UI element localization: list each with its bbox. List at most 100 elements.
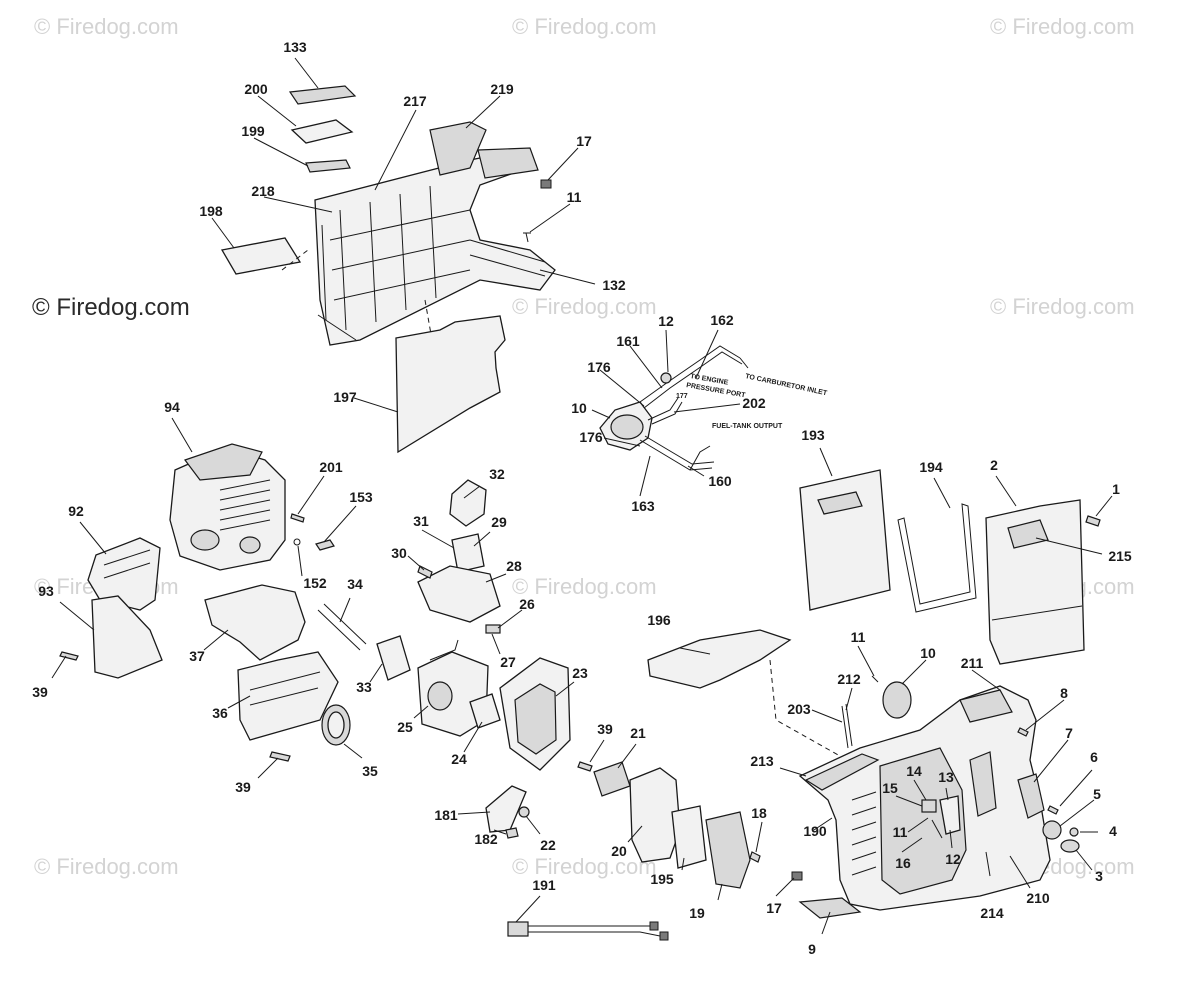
filter-block-21 — [593, 761, 631, 797]
callout-23: 23 — [572, 665, 588, 681]
nut-22 — [518, 806, 530, 818]
knob-32 — [449, 479, 487, 527]
callout-36: 36 — [212, 705, 228, 721]
ring-152 — [293, 538, 301, 546]
clip-26 — [485, 624, 501, 634]
callout-92: 92 — [68, 503, 84, 519]
screw-11-top — [523, 232, 531, 243]
callout-31: 31 — [413, 513, 429, 529]
seal-194 — [897, 503, 977, 613]
callout-32: 32 — [489, 466, 505, 482]
callout-11-top: 11 — [567, 189, 582, 205]
clip-17-lower — [791, 871, 803, 881]
bolt-153 — [315, 539, 335, 551]
callout-132: 132 — [602, 277, 626, 293]
callout-13: 13 — [938, 769, 954, 785]
callout-39-mid: 39 — [597, 721, 613, 737]
callout-8: 8 — [1060, 685, 1068, 701]
watermark: © Firedog.com — [512, 574, 657, 599]
callout-161: 161 — [616, 333, 640, 349]
leader-lines — [51, 57, 1113, 935]
callout-176-lower: 176 — [579, 429, 603, 445]
callout-10-upper: 10 — [571, 400, 587, 416]
callout-153: 153 — [349, 489, 373, 505]
callout-10-lower: 10 — [920, 645, 936, 661]
callout-7: 7 — [1065, 725, 1073, 741]
callout-6: 6 — [1090, 749, 1098, 765]
rod-34 — [317, 603, 367, 651]
callout-5: 5 — [1093, 786, 1101, 802]
watermark: © Firedog.com — [34, 854, 179, 879]
wire-harness-191 — [507, 921, 669, 941]
callout-201: 201 — [319, 459, 343, 475]
callout-162: 162 — [710, 312, 734, 328]
watermark: © Firedog.com — [512, 854, 657, 879]
callout-12-top: 12 — [658, 313, 674, 329]
screw-39-left — [59, 651, 79, 661]
screw-39-right — [577, 761, 593, 772]
pin-182 — [505, 827, 519, 839]
clip-17-top — [540, 179, 552, 189]
callout-11-lower: 11 — [893, 824, 908, 840]
cover-plate-133 — [288, 85, 357, 105]
cylinder-block-94 — [169, 443, 286, 571]
gasket-33 — [376, 635, 411, 681]
cover-19 — [705, 811, 751, 889]
callout-217: 217 — [403, 93, 427, 109]
panel-193 — [799, 469, 891, 611]
nut-4 — [1069, 827, 1079, 837]
callout-94: 94 — [164, 399, 180, 415]
callout-200: 200 — [244, 81, 268, 97]
callout-197: 197 — [333, 389, 357, 405]
callout-213: 213 — [750, 753, 774, 769]
callout-19: 19 — [689, 905, 705, 921]
callout-12-lower: 12 — [945, 851, 961, 867]
callout-214: 214 — [980, 905, 1004, 921]
callout-35: 35 — [362, 763, 378, 779]
callout-218: 218 — [251, 183, 275, 199]
sheet-197 — [395, 315, 506, 454]
callout-33: 33 — [356, 679, 372, 695]
callout-30: 30 — [391, 545, 407, 561]
wire-16 — [931, 819, 943, 839]
callout-1: 1 — [1112, 481, 1120, 497]
coil-29 — [451, 533, 485, 573]
foam-200 — [290, 119, 354, 144]
cap-3 — [1060, 839, 1080, 853]
filter-frame-195 — [671, 805, 707, 869]
watermark: © Firedog.com — [990, 14, 1135, 39]
callout-198: 198 — [199, 203, 223, 219]
screw-11-mid — [871, 675, 879, 683]
watermark: © Firedog.com — [512, 14, 657, 39]
callout-15: 15 — [882, 780, 898, 796]
callout-39-left: 39 — [32, 684, 48, 700]
callout-18: 18 — [751, 805, 767, 821]
callout-182: 182 — [474, 831, 498, 847]
callout-210: 210 — [1026, 890, 1050, 906]
callout-181: 181 — [434, 807, 458, 823]
knob-5 — [1042, 820, 1062, 840]
part-drawings — [59, 85, 1101, 941]
bolt-201 — [290, 513, 305, 523]
pump-10-lower — [882, 681, 912, 719]
callout-labels: 133 200 217 219 199 17 218 11 198 132 19… — [32, 39, 1132, 957]
fuel-pump-assembly — [599, 345, 749, 471]
callout-93: 93 — [38, 583, 54, 599]
callout-9: 9 — [808, 941, 816, 957]
callout-14: 14 — [906, 763, 922, 779]
screw-1 — [1085, 515, 1101, 527]
sheet-196 — [647, 629, 792, 689]
shroud-93 — [91, 595, 163, 679]
callout-202: 202 — [742, 395, 766, 411]
callout-29: 29 — [491, 514, 507, 530]
switch-15 — [921, 799, 937, 813]
callout-215: 215 — [1108, 548, 1132, 564]
callout-20: 20 — [611, 843, 627, 859]
callout-25: 25 — [397, 719, 413, 735]
callout-3: 3 — [1095, 868, 1103, 884]
guide-line — [769, 659, 841, 757]
screw-6 — [1047, 805, 1059, 815]
callout-28: 28 — [506, 558, 522, 574]
callout-34: 34 — [347, 576, 363, 592]
